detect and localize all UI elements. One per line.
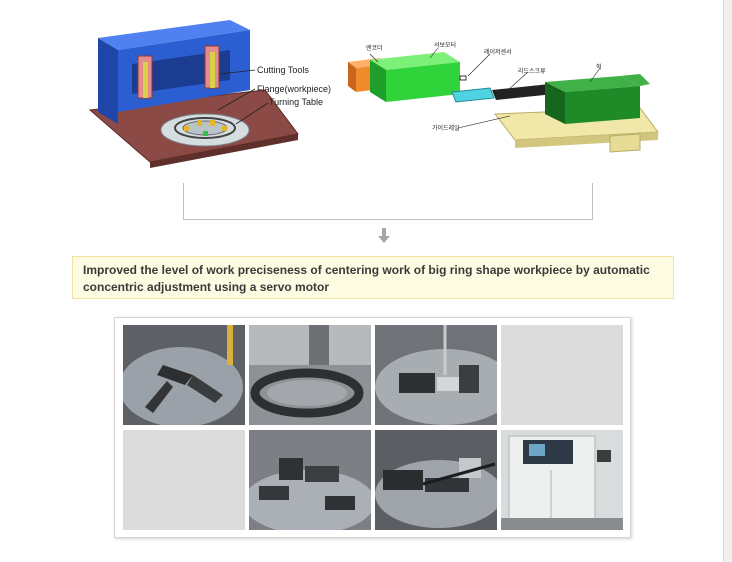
summary-line-2: concentric adjustment using a servo moto…	[83, 280, 330, 294]
servo-jaw-closeup-photo	[249, 430, 371, 530]
chuck-jaws-photo	[123, 325, 245, 425]
label-chuck: 척	[596, 65, 602, 71]
empty-slot	[501, 325, 623, 425]
diagram-connector-bracket	[183, 183, 593, 220]
page-scrollbar-track[interactable]	[723, 0, 732, 562]
arrow-down-icon	[378, 228, 390, 244]
summary-line-1: Improved the level of work preciseness o…	[83, 263, 650, 277]
label-guide-rail: 가이드레일	[432, 126, 460, 132]
control-cabinet-photo	[501, 430, 623, 530]
actuator-assembly-photo	[375, 430, 497, 530]
photo-gallery	[114, 317, 631, 538]
empty-slot	[123, 430, 245, 530]
label-cutting-tools: Cutting Tools	[257, 65, 309, 75]
lathe-illustration	[88, 20, 299, 168]
servo-actuator-illustration	[348, 47, 659, 153]
label-encoder: 엔코더	[366, 46, 383, 52]
machining-head-photo	[375, 325, 497, 425]
ring-fixture-photo	[249, 325, 371, 425]
label-lead-screw: 리드스크류	[518, 69, 546, 75]
label-laser-sensor: 레이저센서	[484, 50, 512, 56]
lathe-diagram: Cutting Tools Flange(workpiece) Turning …	[80, 12, 360, 172]
label-turning-table: Turning Table	[269, 97, 324, 107]
summary-callout-box: Improved the level of work preciseness o…	[72, 256, 674, 299]
label-servo-motor: 서보모터	[434, 43, 457, 49]
label-flange-workpiece: Flange(workpiece)	[257, 84, 332, 94]
servo-actuator-diagram: 엔코더 서보모터 레이저센서 리드스크류 척 가이드레일	[340, 40, 670, 160]
